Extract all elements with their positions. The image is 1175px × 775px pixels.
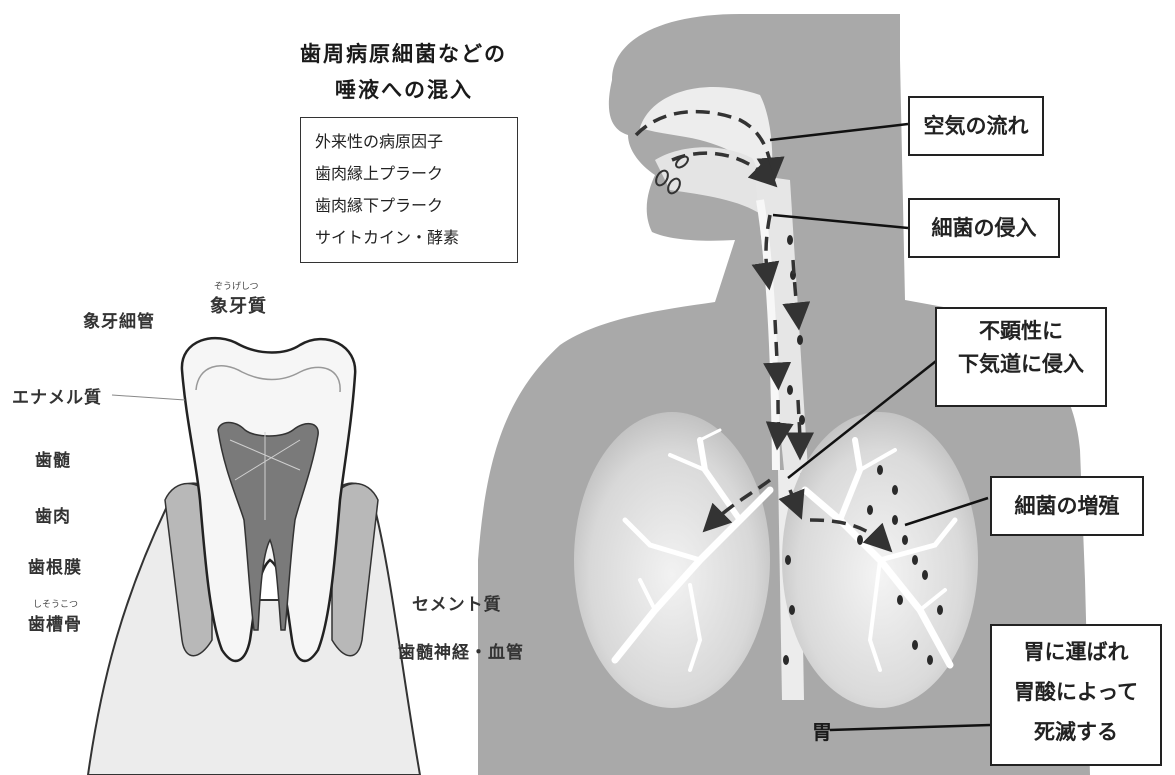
factor-item: 歯肉縁上プラーク [315,158,503,190]
pulp-nerve-label: 歯髄神経・血管 [398,638,524,663]
factor-item: 外来性の病原因子 [315,126,503,158]
callout-stomach-line3: 死滅する [992,712,1160,752]
pulp-label: 歯髄 [35,446,71,471]
callout-bacteria-invasion: 細菌の侵入 [908,198,1060,258]
gingiva-label: 歯肉 [35,502,71,527]
enamel-label: エナメル質 [12,383,102,408]
alveolar-bone-label: 歯槽骨 [28,610,82,635]
heading-line2: 唾液への混入 [335,74,473,104]
callout-aspiration: 不顕性に 下気道に侵入 [935,307,1107,407]
dentin-ruby: ぞうげしつ [214,279,258,292]
factor-list: 外来性の病原因子 歯肉縁上プラーク 歯肉縁下プラーク サイトカイン・酵素 [300,117,518,263]
dentinal-tubule-label: 象牙細管 [83,307,155,332]
callout-stomach: 胃に運ばれ 胃酸によって 死滅する [990,624,1162,766]
heading-line1: 歯周病原細菌などの [300,38,507,68]
callout-aspiration-line2: 下気道に侵入 [937,348,1105,381]
callout-stomach-line2: 胃酸によって [992,672,1160,712]
cementum-label: セメント質 [412,590,502,615]
factor-item: サイトカイン・酵素 [315,222,503,254]
callout-air-flow: 空気の流れ [908,96,1044,156]
factor-item: 歯肉縁下プラーク [315,190,503,222]
dentin-label: 象牙質 [210,292,267,318]
callout-stomach-line1: 胃に運ばれ [992,632,1160,672]
callout-bacteria-proliferation: 細菌の増殖 [990,476,1144,536]
tooth-diagram [88,338,420,775]
stomach-label: 胃 [812,716,832,745]
alveolar-bone-ruby: しそうこつ [33,597,78,610]
periodontal-ligament-label: 歯根膜 [28,553,82,578]
callout-aspiration-line1: 不顕性に [937,315,1105,348]
